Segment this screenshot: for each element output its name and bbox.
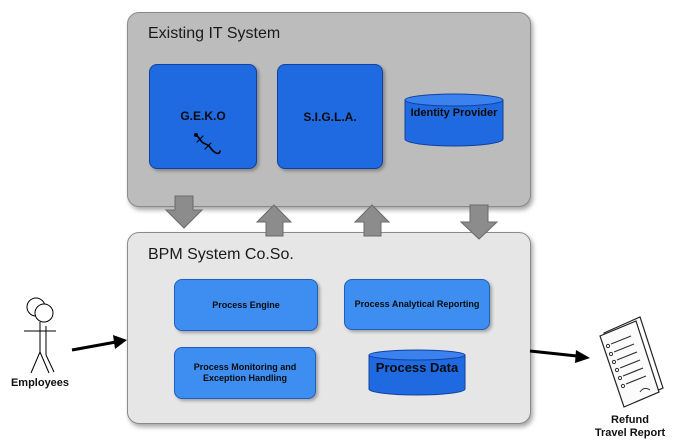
existing-it-system-panel: Existing IT System G.E.K.O S.I.G.L.A. Id… <box>127 12 531 207</box>
refund-label-line2: Travel Report <box>594 427 666 439</box>
sigla-box[interactable]: S.I.G.L.A. <box>277 64 383 169</box>
arrow-head <box>113 335 127 349</box>
bpm-system-panel: BPM System Co.So. Process Engine Process… <box>127 232 531 424</box>
up-arrow-connector <box>255 204 293 237</box>
employees-label: Employees <box>10 377 70 389</box>
gecko-icon <box>194 133 221 155</box>
process-monitoring-box[interactable]: Process Monitoring and Exception Handlin… <box>174 347 316 399</box>
process-engine-label: Process Engine <box>212 299 280 310</box>
identity-provider-cylinder[interactable] <box>404 93 504 148</box>
identity-provider-label: Identity Provider <box>410 107 498 119</box>
process-engine-box[interactable]: Process Engine <box>174 279 318 331</box>
down-arrow-connector <box>164 195 204 229</box>
refund-travel-report-label: Refund Travel Report <box>584 414 675 440</box>
existing-it-system-title: Existing IT System <box>148 25 281 42</box>
up-arrow-connector <box>353 204 391 237</box>
process-analytical-reporting-box[interactable]: Process Analytical Reporting <box>344 279 490 330</box>
process-data-cylinder[interactable] <box>368 349 466 397</box>
stick-figure-icon <box>24 297 56 374</box>
sigla-label: S.I.G.L.A. <box>303 109 357 124</box>
process-analytical-reporting-label: Process Analytical Reporting <box>354 299 480 309</box>
geko-box[interactable]: G.E.K.O <box>149 64 257 169</box>
bpm-system-title: BPM System Co.So. <box>148 246 294 263</box>
down-arrow-connector <box>459 204 499 240</box>
document-icon <box>599 316 664 408</box>
geko-label: G.E.K.O <box>180 109 226 123</box>
process-monitoring-label: Process Monitoring and Exception Handlin… <box>193 362 297 383</box>
process-data-label: Process Data <box>375 360 459 375</box>
arrow-head <box>575 350 590 363</box>
refund-label-line1: Refund <box>611 414 649 426</box>
